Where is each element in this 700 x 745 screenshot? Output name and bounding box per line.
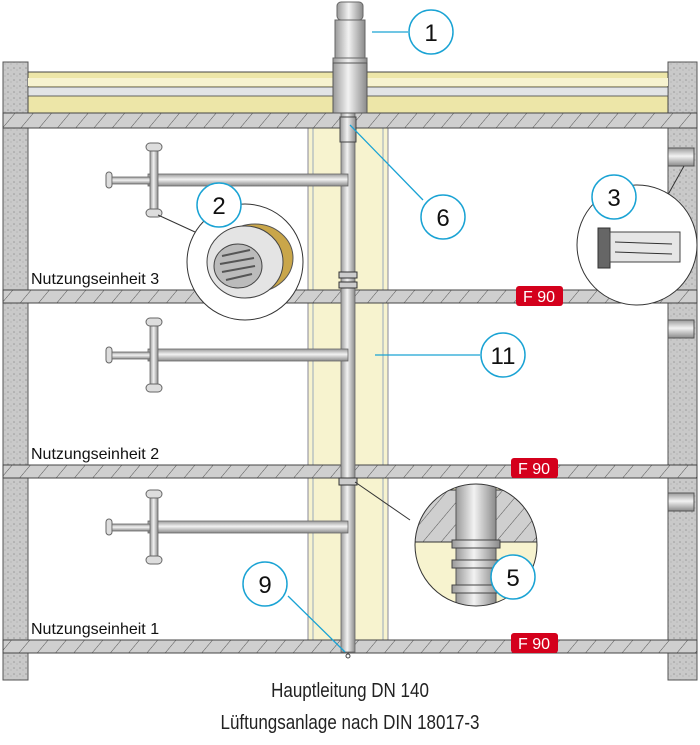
svg-text:11: 11 (491, 343, 516, 370)
svg-text:3: 3 (607, 185, 620, 212)
svg-text:5: 5 (506, 565, 519, 592)
branch-duct-2 (105, 317, 349, 393)
fire-rating-badge-2: F 90 (511, 458, 558, 478)
caption-line-2: Lüftungsanlage nach DIN 18017-3 (220, 712, 480, 734)
svg-text:6: 6 (436, 205, 449, 232)
svg-text:F 90: F 90 (518, 461, 550, 478)
fire-rating-badge-3: F 90 (516, 286, 563, 306)
callout-6: 6 (420, 194, 466, 240)
callout-3: 3 (591, 174, 637, 220)
fire-rating-badge-1: F 90 (511, 633, 558, 653)
callout-2: 2 (196, 182, 242, 228)
leader-lines (287, 31, 480, 653)
callout-5: 5 (490, 554, 536, 600)
detail-valve (157, 203, 304, 321)
unit-label-2: Nutzungseinheit 2 (31, 446, 159, 463)
svg-text:F 90: F 90 (523, 289, 555, 306)
branch-duct-1 (105, 489, 349, 565)
callout-1: 1 (408, 9, 454, 55)
branch-duct-3 (105, 142, 349, 218)
unit-label-1: Nutzungseinheit 1 (31, 621, 159, 638)
caption-line-1: Hauptleitung DN 140 (271, 680, 429, 702)
callout-11: 11 (480, 332, 526, 378)
svg-text:F 90: F 90 (518, 636, 550, 653)
svg-text:2: 2 (212, 193, 225, 220)
main-duct (332, 1, 368, 659)
left-wall (2, 61, 29, 681)
unit-label-3: Nutzungseinheit 3 (31, 271, 159, 288)
wall-vents (667, 147, 695, 512)
callout-9: 9 (242, 561, 288, 607)
svg-text:1: 1 (424, 20, 437, 47)
svg-text:9: 9 (258, 572, 271, 599)
